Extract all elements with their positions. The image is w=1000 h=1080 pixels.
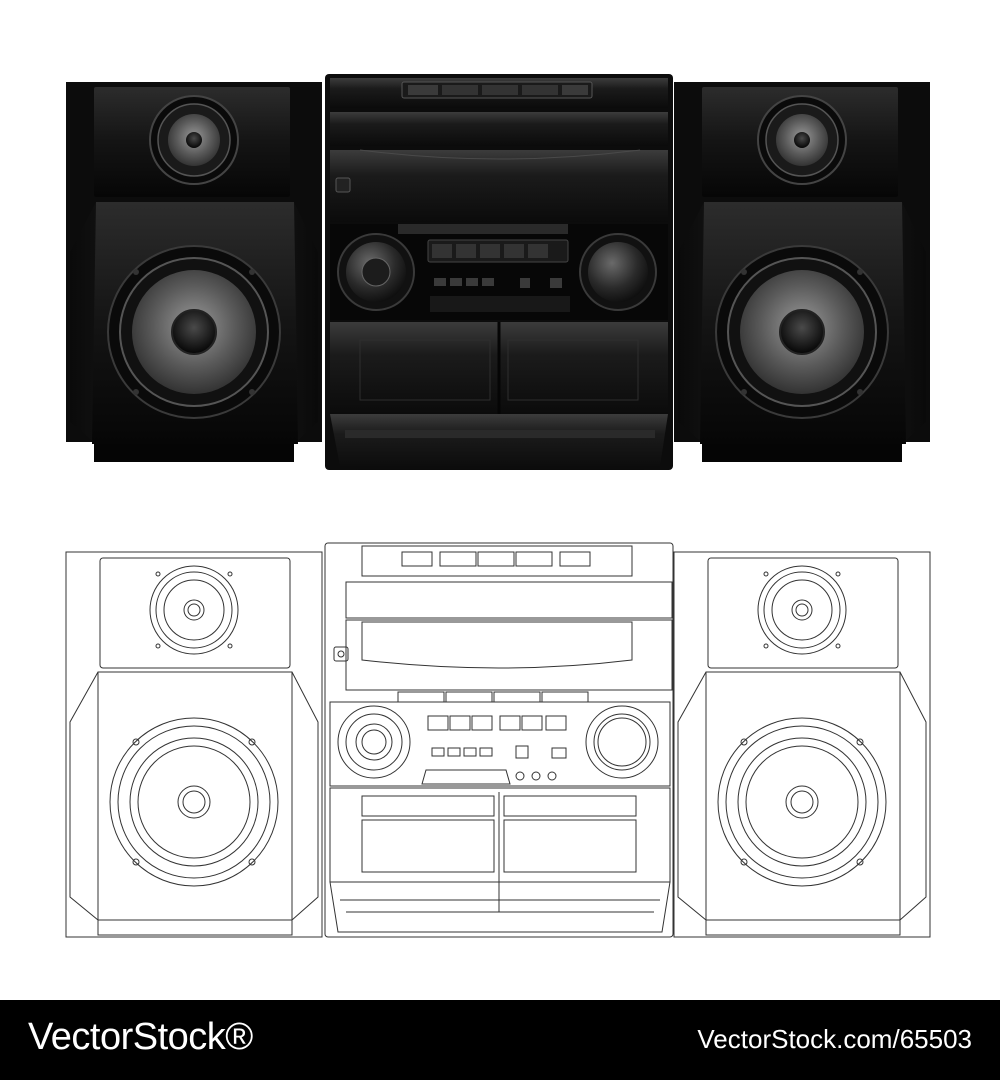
filled-stereo-system (65, 74, 931, 470)
image-id-label: VectorStock.com/65503 (697, 1024, 972, 1054)
watermark-bar: VectorStock® VectorStock.com/65503 (0, 1000, 1000, 1080)
vectorstock-logo: VectorStock® (28, 1016, 253, 1058)
left-speaker-filled (65, 81, 323, 463)
left-speaker-outline (65, 551, 323, 938)
center-unit-outline (324, 542, 674, 938)
center-unit-filled (325, 74, 673, 470)
outline-stereo-system (65, 542, 931, 938)
right-speaker-outline (673, 551, 931, 938)
stereo-illustration (65, 74, 931, 938)
right-speaker-filled (673, 81, 931, 463)
